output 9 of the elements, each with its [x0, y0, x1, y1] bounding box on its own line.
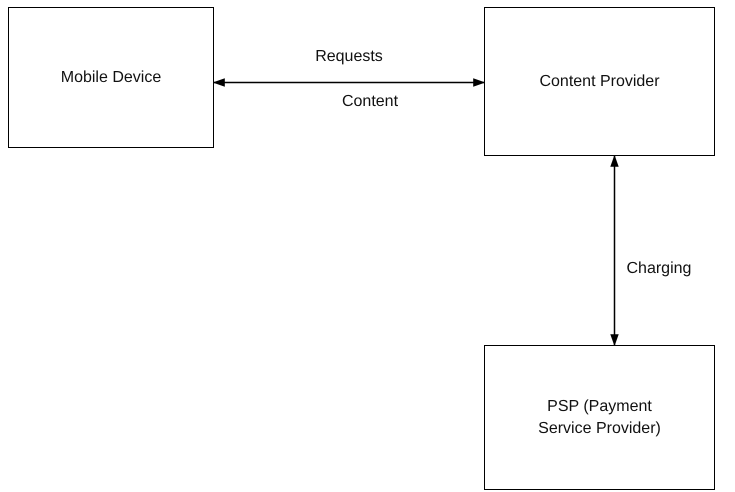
box-label: Mobile Device	[60, 68, 162, 88]
double-arrow	[610, 154, 619, 346]
process-box	[484, 345, 715, 490]
double-arrow	[212, 78, 486, 87]
edge-label: Charging	[624, 258, 694, 278]
box-label: Content Provider	[539, 72, 660, 92]
process-box	[484, 7, 715, 156]
box-label: PSP (Payment Service Provider)	[537, 396, 662, 438]
process-box	[8, 7, 214, 148]
